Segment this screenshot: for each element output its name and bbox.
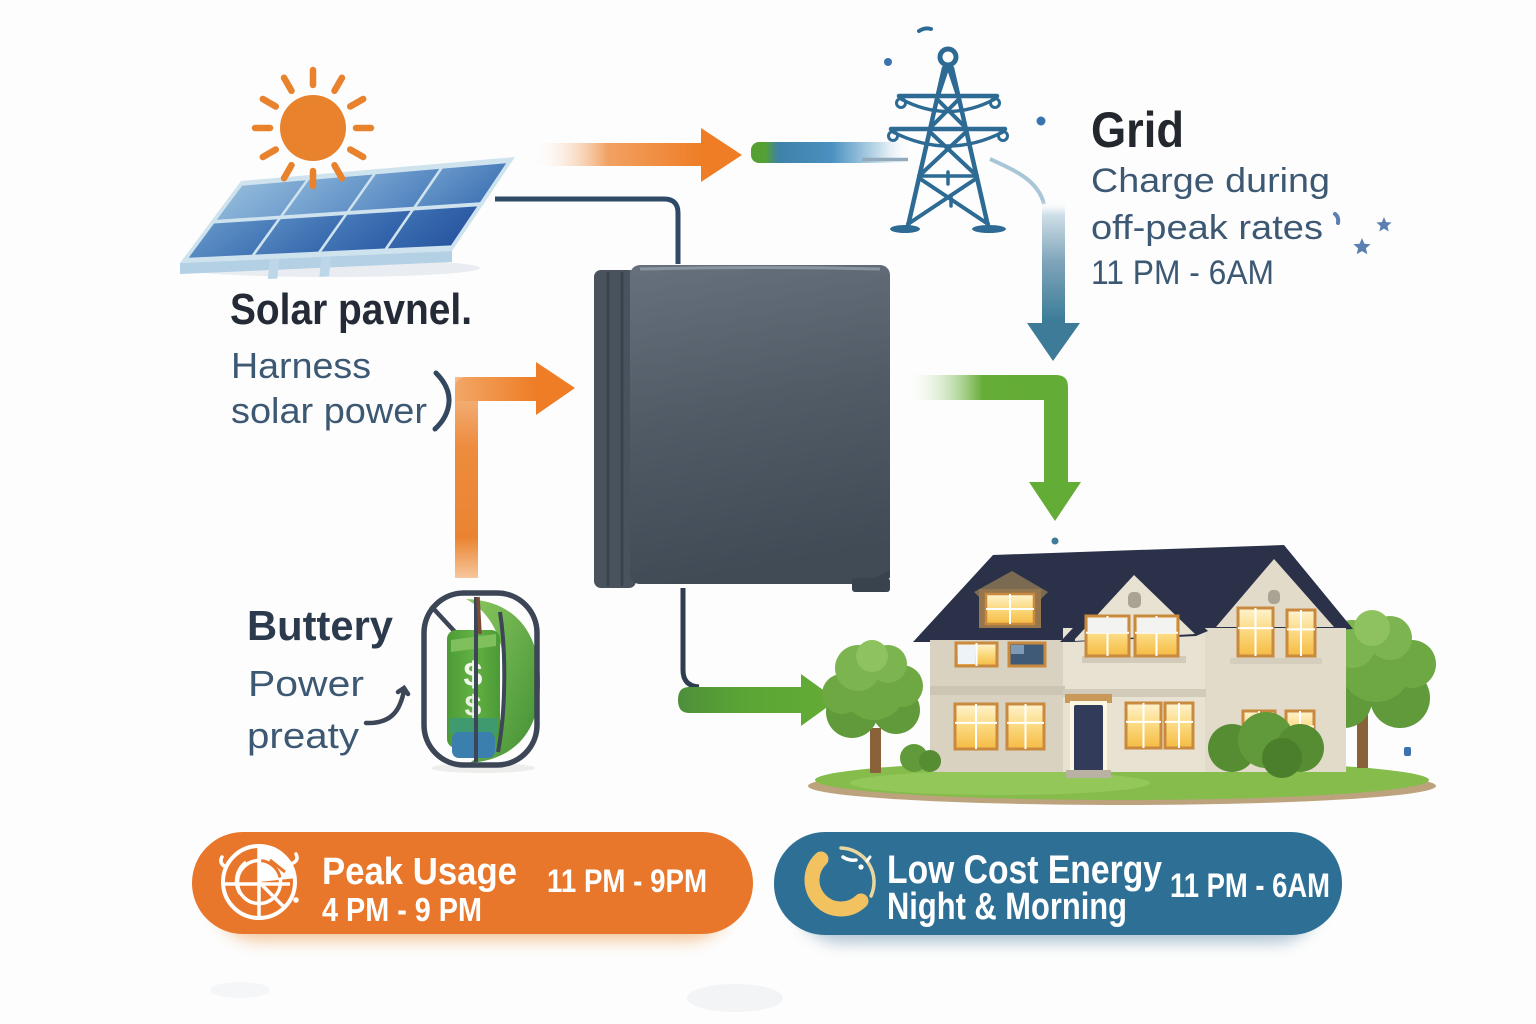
svg-text:solar power: solar power — [231, 390, 427, 431]
svg-text:Charge during: Charge during — [1091, 162, 1330, 200]
svg-text:11 PM - 9PM: 11 PM - 9PM — [547, 863, 707, 899]
svg-text:preaty: preaty — [247, 715, 359, 756]
svg-text:$: $ — [465, 690, 482, 723]
svg-text:11 PM - 6AM: 11 PM - 6AM — [1170, 867, 1330, 905]
svg-text:Low Cost Energy: Low Cost Energy — [887, 848, 1163, 892]
svg-text:Solar pavnel.: Solar pavnel. — [230, 285, 472, 334]
svg-text:Night & Morning: Night & Morning — [887, 886, 1127, 928]
svg-text:$: $ — [464, 656, 483, 694]
svg-text:Grid: Grid — [1091, 102, 1184, 158]
svg-text:off-peak rates: off-peak rates — [1091, 209, 1323, 247]
svg-text:Harness: Harness — [231, 345, 371, 386]
svg-text:Buttery: Buttery — [247, 602, 394, 649]
svg-text:4 PM - 9 PM: 4 PM - 9 PM — [322, 891, 482, 928]
svg-text:Power: Power — [248, 663, 364, 704]
svg-text:Peak Usage: Peak Usage — [322, 851, 517, 893]
svg-text:11 PM - 6AM: 11 PM - 6AM — [1091, 254, 1274, 292]
